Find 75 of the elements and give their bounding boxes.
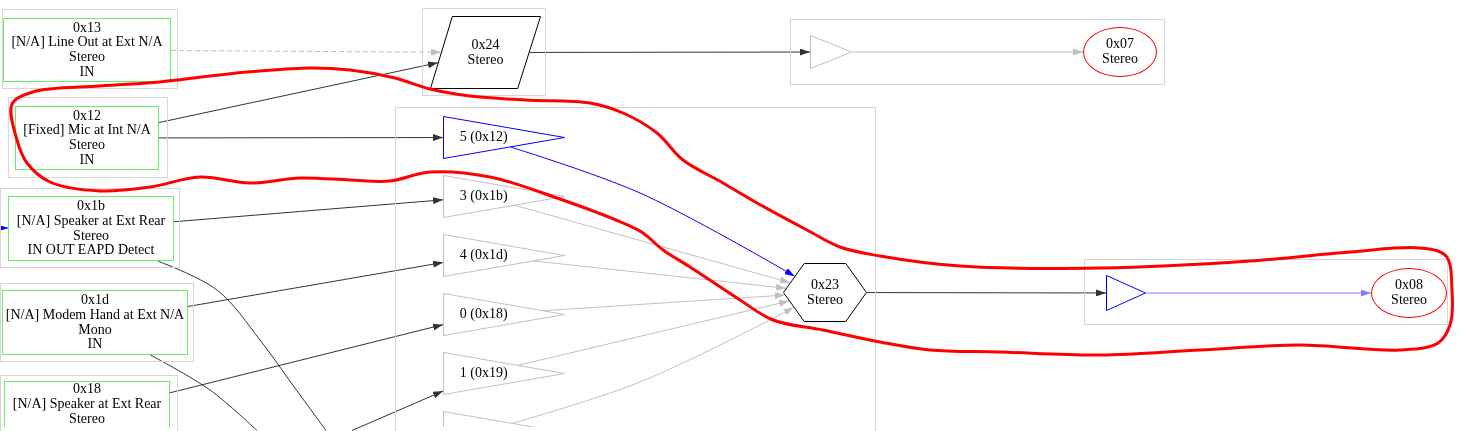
node-label: 0x24 — [471, 37, 500, 53]
connector-line — [149, 354, 258, 431]
arrow — [173, 197, 444, 223]
group-frame — [422, 8, 546, 96]
node-label: Stereo — [467, 52, 504, 68]
arrow — [542, 292, 786, 312]
group-frame — [8, 97, 168, 178]
connector-line — [157, 260, 327, 431]
node-label: IN — [79, 152, 95, 168]
node-label: 0x23 — [811, 277, 839, 293]
triangle-node — [443, 175, 565, 218]
node-box — [15, 106, 159, 170]
arrow — [169, 323, 444, 394]
arrow — [517, 299, 790, 366]
node-label: [Fixed] Mic at Int N/A — [23, 123, 151, 138]
node-label: [N/A] Speaker at Ext Rear — [12, 397, 162, 412]
node-label: 1 (0x19) — [459, 366, 508, 381]
node-label: Stereo — [73, 228, 109, 244]
node-box — [4, 381, 170, 427]
node-label: IN OUT EAPD Detect — [27, 243, 155, 258]
node-box — [2, 290, 188, 355]
node-label: 0x18 — [73, 382, 101, 398]
node-label: Mono — [78, 322, 112, 338]
arrow — [510, 146, 796, 277]
group-frame — [0, 188, 180, 268]
arrow — [511, 307, 795, 424]
group-frame — [0, 283, 194, 362]
triangle-node — [810, 35, 852, 69]
node-label: Stereo — [1391, 293, 1427, 308]
hexagon-node — [783, 263, 867, 322]
group-frame — [1084, 259, 1448, 325]
node-label: 0x1b — [77, 199, 105, 214]
parallelogram-node — [430, 16, 541, 89]
group-frame — [395, 107, 876, 431]
arrow — [514, 204, 791, 284]
node-box — [3, 18, 171, 82]
triangle-node — [443, 293, 565, 336]
arrow — [866, 289, 1107, 297]
node-label: IN — [87, 337, 103, 352]
node-label: 5 (0x12) — [459, 130, 508, 145]
arrow — [158, 61, 439, 124]
node-label: IN — [79, 64, 95, 80]
group-frame — [0, 375, 178, 431]
triangle-node — [443, 352, 565, 395]
arrow — [187, 260, 444, 307]
node-label: 0x12 — [73, 108, 101, 124]
node-label: 0x08 — [1395, 278, 1423, 293]
node-label: 3 (0x1b) — [459, 189, 508, 204]
arrow — [529, 48, 811, 56]
node-label: Stereo — [69, 50, 105, 65]
node-label: [N/A] Speaker at Ext Rear — [16, 213, 166, 229]
node-label: Stereo — [69, 411, 105, 427]
node-label: 4 (0x1d) — [459, 248, 508, 263]
node-label: Stereo — [807, 292, 843, 308]
arrow — [533, 260, 787, 291]
node-label: 0x1d — [81, 293, 109, 308]
node-label: 0x07 — [1106, 37, 1134, 52]
group-frame — [790, 19, 1165, 85]
node-label: 0 (0x18) — [459, 307, 508, 322]
arrow — [1145, 289, 1372, 297]
node-label: [N/A] Modem Hand at Ext N/A — [5, 307, 185, 323]
triangle-node — [443, 234, 565, 277]
arrow — [170, 48, 442, 56]
node-label: [N/A] Line Out at Ext N/A — [11, 35, 163, 50]
arrow — [0, 224, 9, 232]
node-label: 0x13 — [73, 20, 101, 36]
arrow — [851, 48, 1084, 56]
node-box — [8, 196, 174, 261]
arrow — [351, 390, 444, 431]
triangle-node — [443, 116, 565, 159]
node-label: Stereo — [1102, 52, 1138, 67]
node-label: Stereo — [69, 138, 105, 153]
group-frame — [2, 9, 178, 89]
arrow — [158, 134, 444, 142]
triangle-node — [1106, 275, 1146, 311]
